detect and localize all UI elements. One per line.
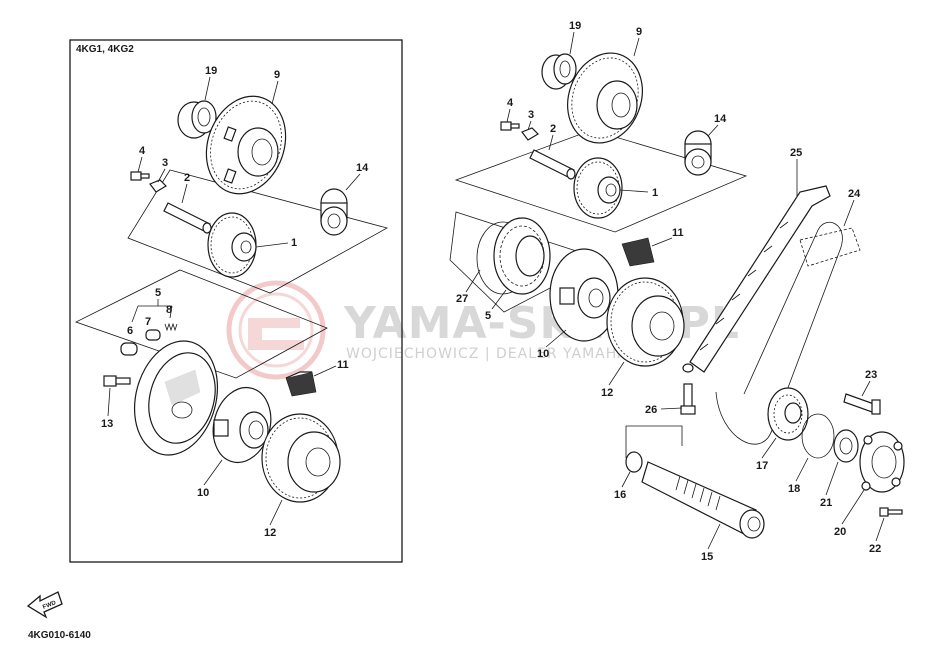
main-callout-10: 10 [537,348,549,360]
main-pin-23 [843,393,881,415]
main-bolt-26 [680,383,696,415]
main-callout-19: 19 [569,20,581,32]
main-callout-12: 12 [601,387,613,399]
inset-bolt-13 [103,375,131,387]
main-callout-5: 5 [485,310,491,322]
main-bearing-19 [541,53,577,90]
main-idler-gear-1 [573,157,623,219]
inset-clutch-housing [133,340,219,456]
main-callout-20: 20 [834,526,846,538]
main-shaft-bracket [625,425,683,458]
inset-shaft-2 [163,202,212,234]
watermark-logo-icon [226,280,326,380]
main-callout-24: 24 [848,188,861,200]
main-callout-22: 22 [869,543,881,555]
inset-bush-14 [320,188,348,236]
watermark-subtitle: WOJCIECHOWICZ | DEALER YAMAHA [346,346,628,362]
inset-callout-14: 14 [356,162,369,174]
inset-callouts: 19 9 4 3 2 14 1 5 7 8 6 11 13 10 12 [101,65,369,539]
inset-roller-6 [120,342,138,356]
inset-spring-8 [164,322,178,332]
inset-primary-gear-12 [261,413,341,503]
main-callout-11: 11 [672,227,684,239]
main-callout-25: 25 [790,147,802,159]
drawing-code: 4KG010-6140 [28,630,91,641]
main-callout-15: 15 [701,551,713,563]
main-screw-22 [879,507,903,517]
inset-callout-2: 2 [184,172,190,184]
inset-callout-5: 5 [155,287,161,299]
main-callout-27: 27 [456,293,468,305]
inset-plunger-7 [145,329,161,341]
main-callout-23: 23 [865,369,877,381]
inset-one-way-holder-10 [212,386,272,464]
inset-starter-gear-9 [205,95,287,195]
inset-bolt-4 [130,171,150,181]
main-plate-3 [521,127,539,141]
inset-idler-gear-1 [207,212,257,278]
main-callout-26: 26 [645,404,657,416]
inset-callout-6: 6 [127,325,133,337]
main-callout-17: 17 [756,460,768,472]
main-damper-11 [621,237,655,267]
main-callout-4: 4 [507,97,514,109]
main-bush-16 [625,451,643,473]
main-callout-3: 3 [528,109,534,121]
inset-bearing-19 [177,100,217,139]
inset-callout-7: 7 [145,316,151,328]
inset-callout-11: 11 [337,359,349,371]
main-one-way-clutch-5 [493,217,551,295]
inset-frame [69,39,403,563]
main-oil-seal-21 [833,429,859,463]
main-primary-gear-12 [606,277,685,367]
main-callout-16: 16 [614,489,626,501]
main-callout-18: 18 [788,483,800,495]
main-chain-guide-25 [682,185,831,373]
main-callout-9: 9 [636,26,642,38]
main-subframe-clutch [449,211,606,313]
main-callout-1: 1 [652,187,658,199]
main-callout-2: 2 [550,123,556,135]
inset-callout-19: 19 [205,65,217,77]
inset-title: 4KG1, 4KG2 [76,44,134,55]
inset-plate-3 [149,179,167,193]
main-callout-21: 21 [820,497,832,509]
inset-callout-3: 3 [162,157,168,169]
fwd-arrow-icon: FWD [26,591,63,619]
inset-damper-11 [285,371,317,397]
inset-subframe-lower [74,269,328,379]
main-bush-14 [684,130,712,176]
inset-callout-12: 12 [264,527,276,539]
fwd-label: FWD [42,600,58,611]
main-callouts: 19 9 4 3 2 14 1 11 27 5 10 12 25 24 23 2… [456,20,885,563]
main-shaft-2 [529,149,576,180]
main-primary-shaft-15 [641,461,765,539]
inset-callout-8: 8 [166,304,172,316]
inset-callout-10: 10 [197,487,209,499]
inset-callout-9: 9 [274,69,280,81]
main-bolt-4 [500,121,520,131]
inset-callout-4: 4 [139,145,146,157]
main-bearing-housing-20 [859,431,905,493]
main-o-ring-18 [801,413,835,459]
main-bearing-17 [767,387,809,441]
inset-callout-13: 13 [101,418,113,430]
main-callout-14: 14 [714,113,727,125]
inset-subframe-upper [127,169,389,294]
main-starter-gear-9 [567,52,643,144]
inset-callout-1: 1 [291,237,297,249]
